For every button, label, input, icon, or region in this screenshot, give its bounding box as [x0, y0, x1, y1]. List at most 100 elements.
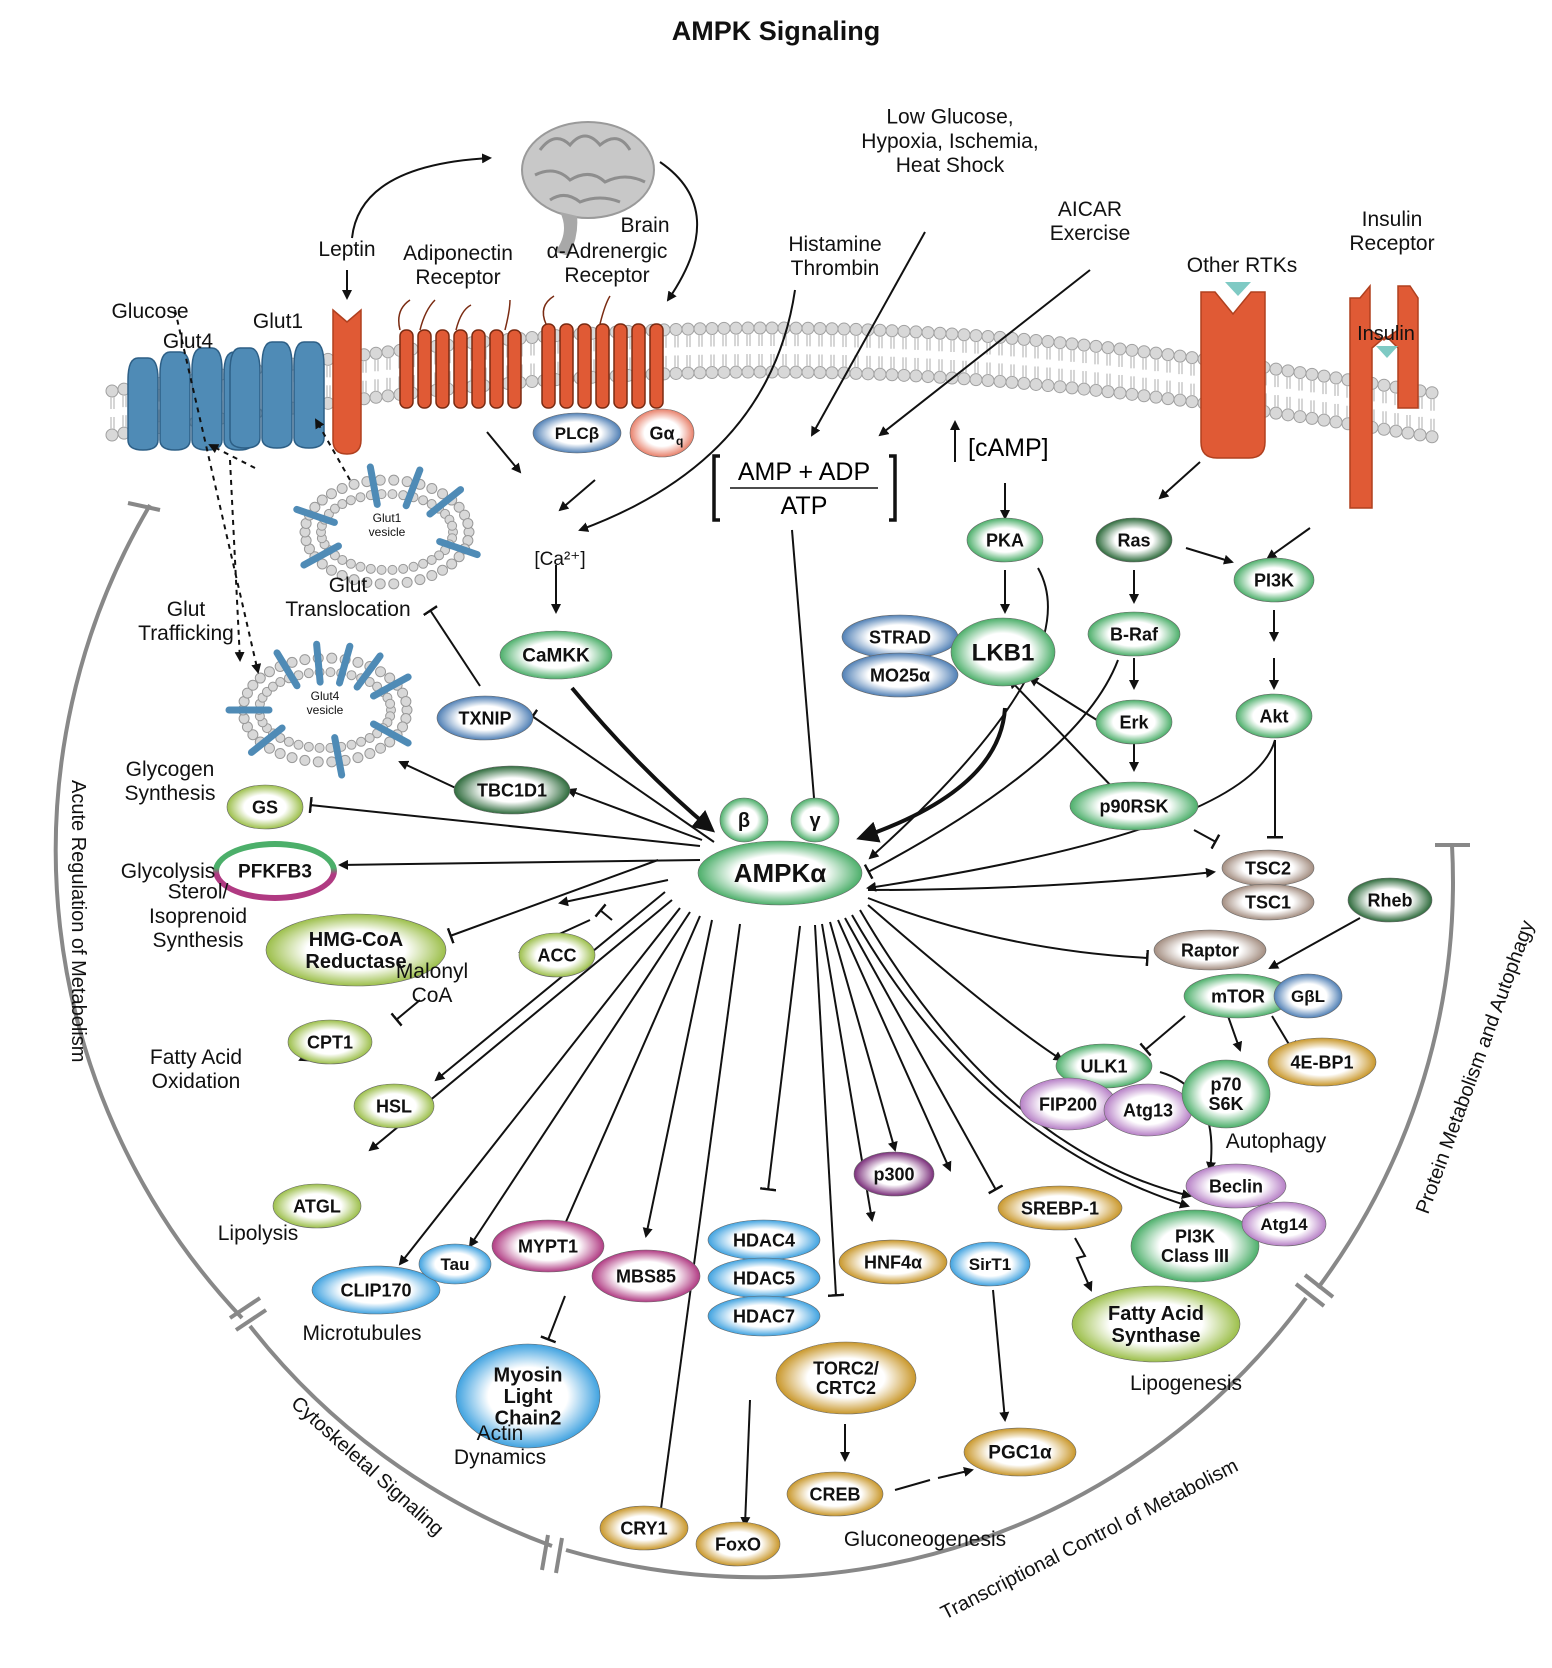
pathway-edge [642, 919, 713, 1238]
lipid-head [777, 365, 791, 379]
label-gluconeogenesis: Gluconeogenesis [844, 1528, 1006, 1551]
lipid-head [1425, 430, 1439, 444]
node-label-hmgcoa: HMG-CoA [309, 929, 403, 951]
lipid-head [813, 366, 827, 380]
label-ca: [Ca²⁺] [534, 549, 585, 570]
pathway-edge [468, 911, 691, 1248]
lipid-head [981, 373, 995, 387]
lipid-head [1149, 346, 1163, 360]
lipid-head [1029, 333, 1043, 347]
lipid-head [981, 329, 995, 343]
node-label-rheb: Rheb [1368, 890, 1413, 910]
glut1-transporter [229, 341, 325, 449]
lipid-head [1041, 379, 1055, 393]
node-pfkfb3: PFKFB3 [213, 841, 337, 901]
pathway-edge [844, 917, 1004, 1195]
pathway-edge [894, 1470, 972, 1491]
label-leptin: Leptin [318, 238, 375, 261]
lipid-head [381, 389, 395, 403]
node-label-mlc2: Myosin [494, 1364, 563, 1386]
node-label-atg14: Atg14 [1260, 1215, 1308, 1234]
adiponectin-receptor [398, 299, 522, 409]
node-label-pi3k: PI3K [1254, 570, 1294, 590]
pathway-edge [351, 153, 492, 239]
label-adiponectin: Receptor [415, 266, 500, 289]
glut4-vesicle [225, 640, 413, 779]
lipid-head [1329, 371, 1343, 385]
pathway-edge [556, 915, 701, 1242]
amp-ratio: AMP + ADP ATP [712, 454, 897, 522]
glut1-vesicle [293, 463, 481, 590]
lipid-head [525, 330, 539, 344]
node-label-ampk_a: AMPKα [734, 858, 827, 888]
lipid-head [717, 321, 731, 335]
label-alpha-adrenergic: α-Adrenergic [547, 240, 668, 263]
lipid-head [1293, 366, 1307, 380]
node-braf: B-Raf [1087, 611, 1181, 657]
lipid-head [105, 428, 119, 442]
label-stress: Hypoxia, Ischemia, [861, 130, 1038, 153]
lipid-head [1377, 422, 1391, 436]
lipid-head [801, 321, 815, 335]
node-label-gs: GS [252, 797, 278, 817]
pathway-edge [1008, 678, 1116, 791]
node-label-ampk_g: γ [809, 810, 821, 832]
insulin-receptor [1349, 283, 1419, 509]
label-insulin: Insulin [1357, 323, 1415, 345]
pathway-edge [390, 999, 421, 1027]
node-label-hdac5: HDAC5 [733, 1268, 795, 1288]
lipid-head [873, 323, 887, 337]
arc-cytoskeletal [248, 1324, 553, 1548]
lipid-head [921, 370, 935, 384]
lipid-head [1053, 380, 1067, 394]
lipid-head [1293, 410, 1307, 424]
node-plcb: PLCβ [532, 412, 622, 454]
node-label-plcb: PLCβ [555, 424, 599, 443]
pathway-edge [594, 903, 613, 921]
pathway-edge [837, 919, 952, 1172]
node-label-beclin: Beclin [1209, 1176, 1263, 1196]
lipid-head [1101, 385, 1115, 399]
node-label-raptor: Raptor [1181, 940, 1239, 960]
lipid-head [993, 374, 1007, 388]
node-mo25: MO25α [841, 652, 959, 698]
lipid-head [1281, 408, 1295, 422]
node-label-fourebp1: 4E-BP1 [1290, 1052, 1353, 1072]
label-histamine: Thrombin [791, 257, 880, 280]
node-label-gaq: Gα [649, 423, 674, 443]
pathway-edge [315, 418, 351, 481]
node-label-clip170: CLIP170 [340, 1280, 411, 1300]
node-akt: Akt [1235, 693, 1313, 739]
lipid-head [1113, 342, 1127, 356]
node-srebp1: SREBP-1 [997, 1185, 1123, 1231]
lipid-head [789, 365, 803, 379]
lipid-head [729, 365, 743, 379]
lipid-head [1269, 406, 1283, 420]
lipid-head [1125, 343, 1139, 357]
node-p300: p300 [853, 1151, 935, 1197]
node-ampk_b: β [719, 797, 769, 843]
node-ampk_a: AMPKα [697, 840, 863, 906]
node-label-srebp1: SREBP-1 [1021, 1198, 1099, 1218]
label-glut4-vesicle: Glut4 [311, 689, 340, 703]
node-tsc2: TSC2 [1221, 849, 1315, 887]
node-label-cry1: CRY1 [620, 1518, 667, 1538]
node-label-torc2: TORC2/ [813, 1359, 879, 1379]
lipid-head [1413, 428, 1427, 442]
pathway-edge [527, 709, 715, 843]
node-mypt1: MYPT1 [491, 1219, 605, 1273]
pathway-edge [446, 859, 659, 944]
pathway-edge [578, 289, 796, 532]
lipid-head [1137, 389, 1151, 403]
node-label-mtor: mTOR [1211, 986, 1265, 1006]
label-stress: Low Glucose, [886, 106, 1013, 129]
alpha-adrenergic-receptor [541, 295, 664, 409]
arc-transcriptional [565, 1296, 1308, 1580]
node-p90rsk: p90RSK [1069, 781, 1199, 831]
pathway-edge [866, 739, 1276, 892]
lipid-head [1185, 395, 1199, 409]
label-malonyl: CoA [412, 984, 453, 1007]
pathway-edge [1268, 917, 1361, 969]
label-glut1-vesicle: Glut1 [373, 511, 402, 525]
